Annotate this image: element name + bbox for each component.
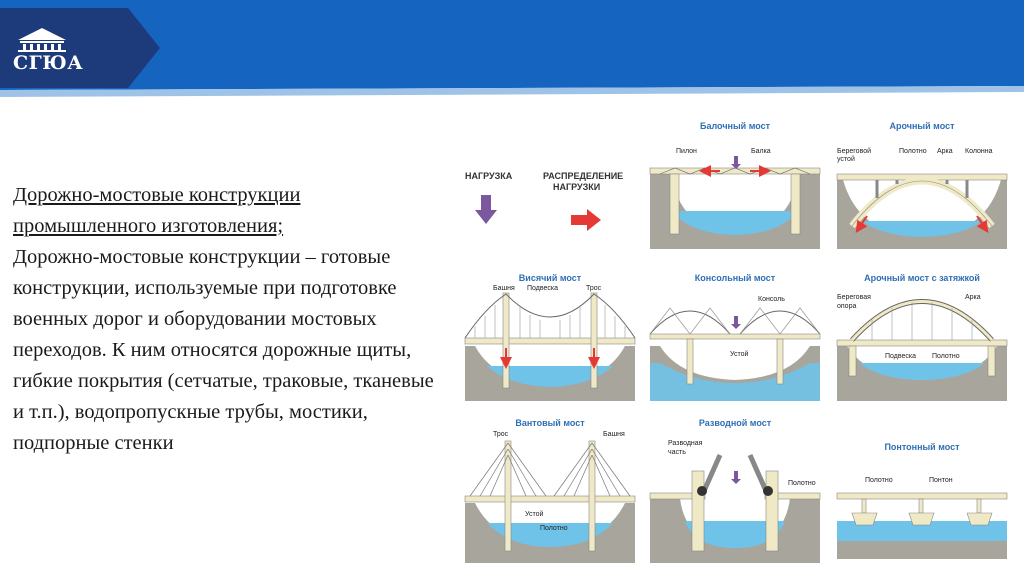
legend: НАГРУЗКА РАСПРЕДЕЛЕНИЕ НАГРУЗКИ [465,171,623,231]
svg-text:Полотно: Полотно [540,525,568,532]
svg-text:Полотно: Полотно [899,148,927,155]
bridge-diagram: НАГРУЗКА РАСПРЕДЕЛЕНИЕ НАГРУЗКИ Балочный… [464,121,1008,563]
svg-text:Башня: Башня [493,285,515,292]
svg-text:Трос: Трос [493,431,509,438]
panel-beam-bridge: Балочный мост Пилон Балка [649,121,821,249]
svg-text:Полотно: Полотно [865,477,893,484]
svg-text:Береговой: Береговой [837,147,871,155]
heading-line-1: Дорожно-мостовые конструкции [13,184,301,206]
logo-emblem-icon [18,28,66,52]
legend-load-label: НАГРУЗКА [465,171,513,181]
panel-title: Понтонный мост [884,442,960,452]
svg-text:Разводная: Разводная [668,440,703,447]
svg-text:Колонна: Колонна [965,148,993,155]
svg-text:Понтон: Понтон [929,477,953,484]
panel-cantilever-bridge: Консольный мост Консоль Устой [649,273,821,401]
svg-text:Консоль: Консоль [758,296,785,303]
panel-title: Разводной мост [699,418,772,428]
load-arrow-icon [475,195,497,224]
svg-text:часть: часть [668,449,686,456]
svg-text:Пилон: Пилон [676,148,697,155]
svg-text:Устой: Устой [730,350,748,358]
svg-text:устой: устой [837,155,855,163]
svg-text:Полотно: Полотно [932,353,960,360]
panel-tied-arch-bridge: Арочный мост с затяжкой Береговая опора … [836,273,1008,401]
header-background [0,0,1024,97]
svg-text:Башня: Башня [603,431,625,438]
header-banner: СГЮА [0,0,1024,100]
svg-text:Трос: Трос [586,285,602,292]
body-paragraph: Дорожно-мостовые конструкции – готовые к… [13,246,434,454]
svg-text:Подвеска: Подвеска [885,353,916,360]
panel-title: Висячий мост [519,273,582,283]
panel-cable-stayed-bridge: Вантовый мост Трос Башня Устой Полотно [464,418,636,563]
bridge-types-figure: НАГРУЗКА РАСПРЕДЕЛЕНИЕ НАГРУЗКИ Балочный… [455,108,1024,574]
panel-suspension-bridge: Висячий мост Башня Подвеска Трос [464,273,636,401]
svg-text:Балка: Балка [751,148,771,155]
panel-title: Балочный мост [700,121,771,131]
panel-title: Вантовый мост [515,418,585,428]
svg-text:Устой: Устой [525,510,543,518]
svg-text:Подвеска: Подвеска [527,285,558,292]
logo-text: СГЮА [13,52,84,74]
svg-text:Полотно: Полотно [788,480,816,487]
panel-title: Арочный мост [890,121,956,131]
panel-drawbridge: Разводной мост Разводная часть Полотно [649,418,821,563]
legend-distribution-label-1: РАСПРЕДЕЛЕНИЕ [543,171,623,181]
panel-title: Арочный мост с затяжкой [864,273,980,283]
svg-text:Арка: Арка [937,148,953,155]
body-text: Дорожно-мостовые конструкции промышленно… [13,180,443,459]
svg-text:Береговая: Береговая [837,294,871,301]
legend-distribution-label-2: НАГРУЗКИ [553,182,600,192]
panel-pontoon-bridge: Понтонный мост Полотно Понтон [836,442,1008,559]
panel-title: Консольный мост [695,273,776,283]
panel-arch-bridge: Арочный мост Береговой устой Полотно Арк… [836,121,1008,249]
svg-text:опора: опора [837,303,856,310]
heading-line-2: промышленного изготовления; [13,215,284,237]
svg-text:Арка: Арка [965,294,981,301]
force-arrow-icon [571,209,601,231]
